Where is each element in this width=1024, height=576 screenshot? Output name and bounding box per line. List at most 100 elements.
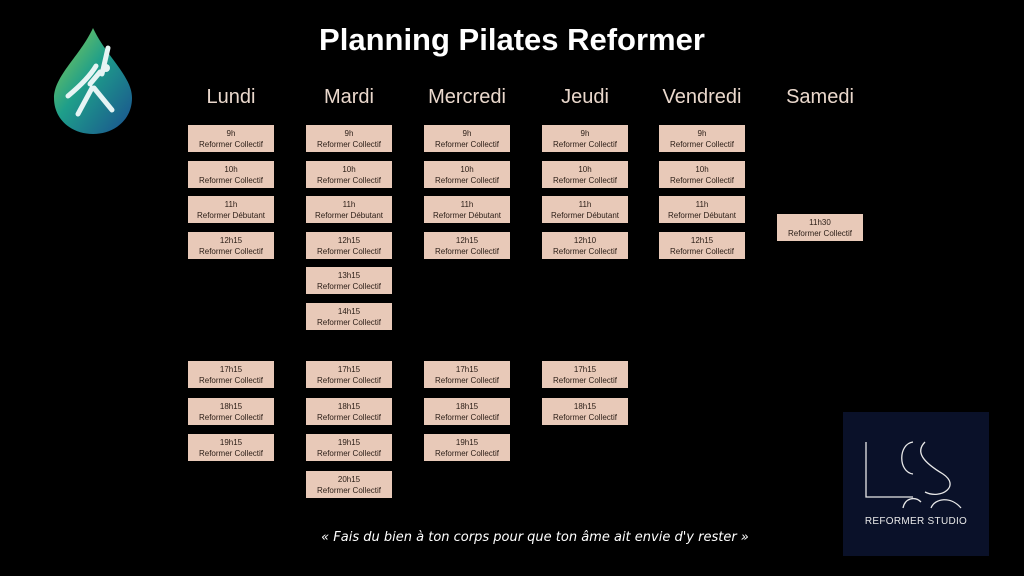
day-header-vendredi: Vendredi xyxy=(662,86,742,108)
slot-time: 18h15 xyxy=(337,401,361,411)
slot-time: 10h xyxy=(342,164,356,174)
slot-time: 18h15 xyxy=(573,401,597,411)
slot-time: 18h15 xyxy=(455,401,479,411)
slot-class: Reformer Collectif xyxy=(316,175,381,185)
slot-class: Reformer Collectif xyxy=(434,376,499,385)
slot-time: 18h15 xyxy=(219,401,243,411)
slot-time: 9h xyxy=(580,129,590,138)
slot-time: 10h xyxy=(460,164,474,174)
slot-time: 17h15 xyxy=(573,365,597,374)
day-header-mercredi: Mercredi xyxy=(428,86,506,108)
slot-time: 19h15 xyxy=(455,438,479,448)
slot-class: Reformer Débutant xyxy=(667,211,737,221)
pilates-drop-logo xyxy=(54,28,132,134)
slot-class: Reformer Collectif xyxy=(434,246,499,256)
slot-class: Reformer Collectif xyxy=(552,246,617,256)
slot-time: 11h xyxy=(460,200,474,210)
slot-class: Reformer Collectif xyxy=(198,175,263,185)
slot-class: Reformer Collectif xyxy=(316,140,381,149)
slot-class: Reformer Collectif xyxy=(198,412,263,422)
slot-class: Reformer Collectif xyxy=(552,412,617,422)
slot-time: 9h xyxy=(226,129,236,138)
slot-class: Reformer Collectif xyxy=(316,486,381,496)
slot-time: 11h xyxy=(695,200,709,210)
slot-class: Reformer Débutant xyxy=(432,211,502,221)
slot-time: 20h15 xyxy=(337,475,361,485)
slot-class: Reformer Collectif xyxy=(669,246,734,256)
slot-time: 9h xyxy=(462,129,472,138)
slot-class: Reformer Collectif xyxy=(316,376,381,385)
slot-class: Reformer Collectif xyxy=(316,449,381,459)
quote: « Fais du bien à ton corps pour que ton … xyxy=(321,530,749,545)
slot-class: Reformer Collectif xyxy=(198,376,263,385)
reformer-studio-logo: REFORMER STUDIO xyxy=(843,412,989,556)
slot-time: 17h15 xyxy=(455,365,479,374)
slot-time: 17h15 xyxy=(219,365,243,374)
studio-name: REFORMER STUDIO xyxy=(864,516,968,527)
slot-class: Reformer Débutant xyxy=(314,211,384,221)
slot-time: 12h10 xyxy=(573,235,597,245)
slot-class: Reformer Collectif xyxy=(198,449,263,459)
slot-time: 11h xyxy=(224,200,238,210)
slot-class: Reformer Débutant xyxy=(550,211,620,221)
slot-time: 10h xyxy=(578,164,592,174)
slot-class: Reformer Collectif xyxy=(552,376,617,385)
slot-class: Reformer Collectif xyxy=(434,449,499,459)
slot-time: 12h15 xyxy=(219,235,243,245)
slot-class: Reformer Collectif xyxy=(434,175,499,185)
slot-time: 12h15 xyxy=(455,235,479,245)
slot-time: 10h xyxy=(224,164,238,174)
slot-class: Reformer Collectif xyxy=(434,140,499,149)
slot-time: 9h xyxy=(697,129,707,138)
slot-class: Reformer Collectif xyxy=(316,282,381,292)
slot-time: 9h xyxy=(344,129,354,138)
slot-class: Reformer Collectif xyxy=(669,140,734,149)
slot-class: Reformer Collectif xyxy=(198,140,263,149)
slot-class: Reformer Collectif xyxy=(787,229,852,238)
slot-time: 11h30 xyxy=(809,218,831,227)
slot-class: Reformer Collectif xyxy=(316,318,381,327)
slot-class: Reformer Collectif xyxy=(669,175,734,185)
slot-class: Reformer Collectif xyxy=(316,412,381,422)
slot-time: 13h15 xyxy=(337,271,361,281)
slot-time: 19h15 xyxy=(337,438,361,448)
day-header-jeudi: Jeudi xyxy=(561,86,609,108)
page-title: Planning Pilates Reformer xyxy=(319,22,705,57)
slot-time: 17h15 xyxy=(337,365,361,374)
